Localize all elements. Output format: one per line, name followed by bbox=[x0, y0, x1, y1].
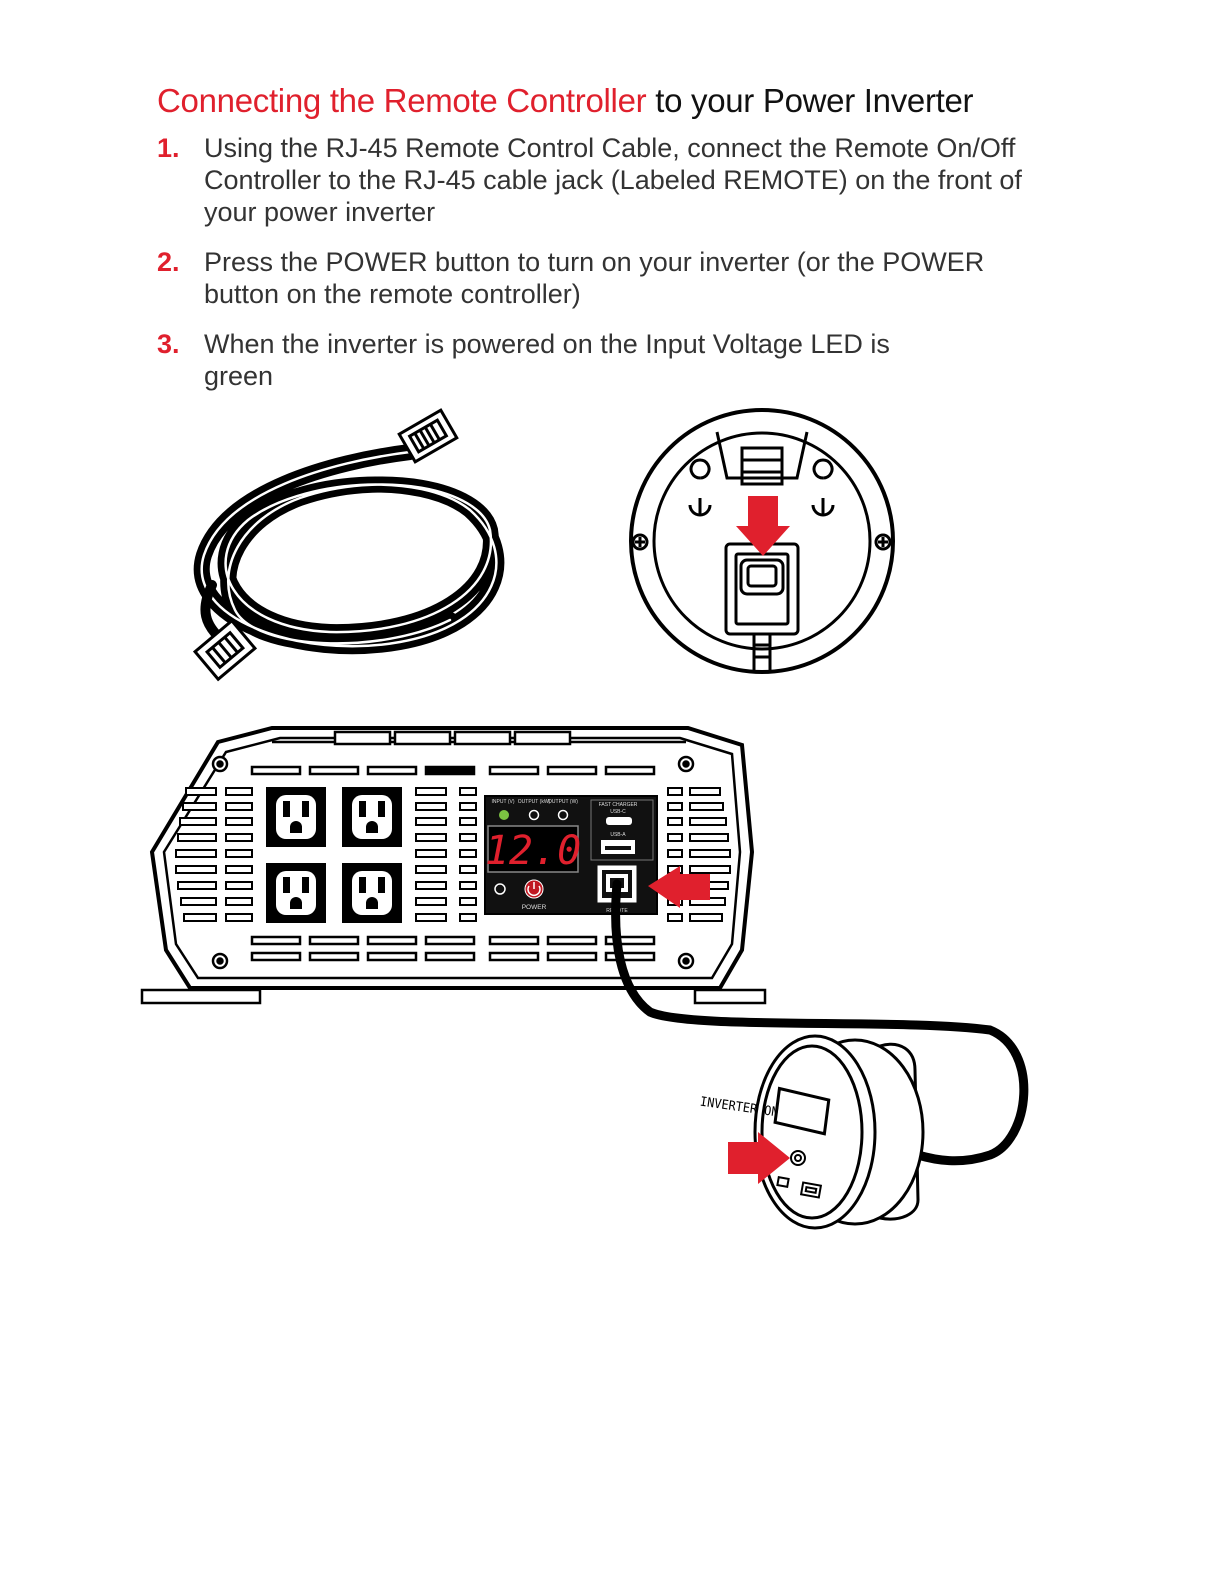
instruction-steps: 1. Using the RJ-45 Remote Control Cable,… bbox=[157, 132, 1057, 410]
power-icon bbox=[527, 882, 541, 896]
step-text: Press the POWER button to turn on your i… bbox=[204, 247, 985, 309]
remote-cable bbox=[611, 879, 1029, 1166]
led-icon bbox=[528, 809, 540, 821]
led-label: OUTPUT (kW) bbox=[518, 799, 551, 805]
red-arrow-icon bbox=[728, 1132, 790, 1184]
remote-controller-icon bbox=[753, 1034, 925, 1230]
title-highlight: Connecting the Remote Controller bbox=[157, 82, 647, 119]
inverter-control-panel: INPUT (V) OUTPUT (kW) OUTPUT (W) 12.0 PO… bbox=[484, 795, 658, 915]
red-arrow-icon bbox=[648, 866, 710, 908]
usb-c-label: USB-C bbox=[610, 809, 626, 815]
usb-a-label: USB-A bbox=[610, 832, 626, 838]
page-title: Connecting the Remote Controller to your… bbox=[157, 82, 974, 120]
step-text: When the inverter is powered on the Inpu… bbox=[204, 329, 890, 391]
step-number: 1. bbox=[157, 133, 180, 163]
step-number: 2. bbox=[157, 247, 180, 277]
ac-outlet-icon bbox=[266, 787, 326, 847]
ac-outlet-icon bbox=[342, 863, 402, 923]
remote-ports bbox=[776, 1176, 823, 1199]
led-label: INPUT (V) bbox=[492, 799, 515, 805]
red-arrow-icon bbox=[736, 496, 790, 556]
led-icon bbox=[557, 809, 569, 821]
title-rest: to your Power Inverter bbox=[646, 82, 974, 119]
usb-c-port-icon bbox=[606, 817, 632, 825]
rj45-plug-icon bbox=[397, 408, 459, 464]
rj45-cable-coil-icon bbox=[193, 444, 505, 655]
rj45-plug-icon bbox=[192, 618, 258, 682]
led-label: OUTPUT (W) bbox=[548, 799, 578, 805]
step-number: 3. bbox=[157, 329, 180, 359]
ac-outlet-icon bbox=[342, 787, 402, 847]
ac-outlet-icon bbox=[266, 863, 326, 923]
power-label: POWER bbox=[522, 904, 547, 911]
input-voltage-led-icon bbox=[499, 810, 509, 820]
step-text: Using the RJ-45 Remote Control Cable, co… bbox=[204, 133, 1022, 227]
step-2: 2. Press the POWER button to turn on you… bbox=[157, 246, 1004, 310]
fast-charger-label: FAST CHARGER bbox=[599, 802, 638, 808]
voltage-display: 12.0 bbox=[485, 828, 581, 874]
step-1: 1. Using the RJ-45 Remote Control Cable,… bbox=[157, 132, 1034, 228]
remote-power-button[interactable] bbox=[790, 1150, 806, 1166]
step-3: 3. When the inverter is powered on the I… bbox=[157, 328, 904, 392]
